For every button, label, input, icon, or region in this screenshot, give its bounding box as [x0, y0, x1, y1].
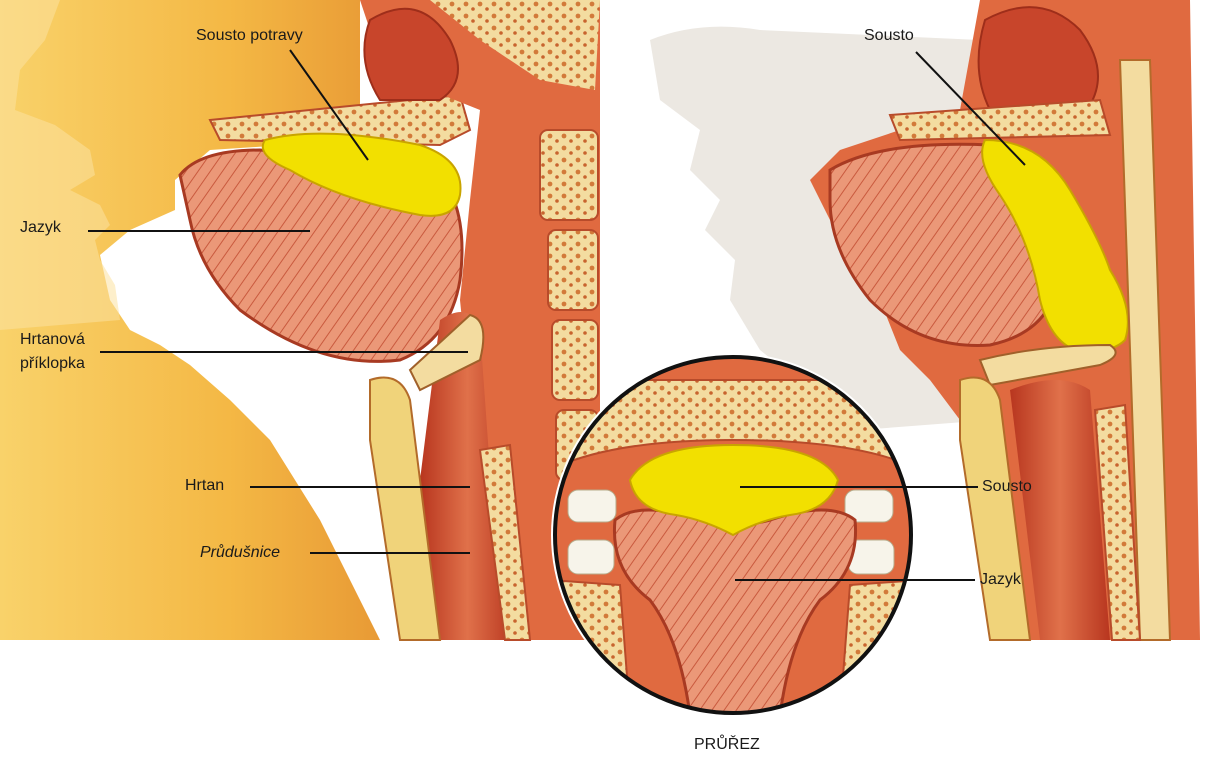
section-jaw-right: [840, 580, 920, 715]
label-tongue-section: Jazyk: [980, 570, 1021, 590]
left-head-section: [0, 0, 600, 640]
cross-section-caption: PRŮŘEZ: [694, 735, 760, 755]
label-tongue-left: Jazyk: [20, 218, 61, 238]
label-bolus-section: Sousto: [982, 477, 1032, 497]
label-epiglottis-line1: Hrtanová: [20, 330, 85, 350]
label-bolus-left: Sousto potravy: [196, 26, 303, 46]
label-bolus-right: Sousto: [864, 26, 914, 46]
label-trachea: Průdušnice: [200, 543, 280, 563]
label-larynx: Hrtan: [185, 476, 224, 496]
label-epiglottis-line2: příklopka: [20, 354, 85, 374]
